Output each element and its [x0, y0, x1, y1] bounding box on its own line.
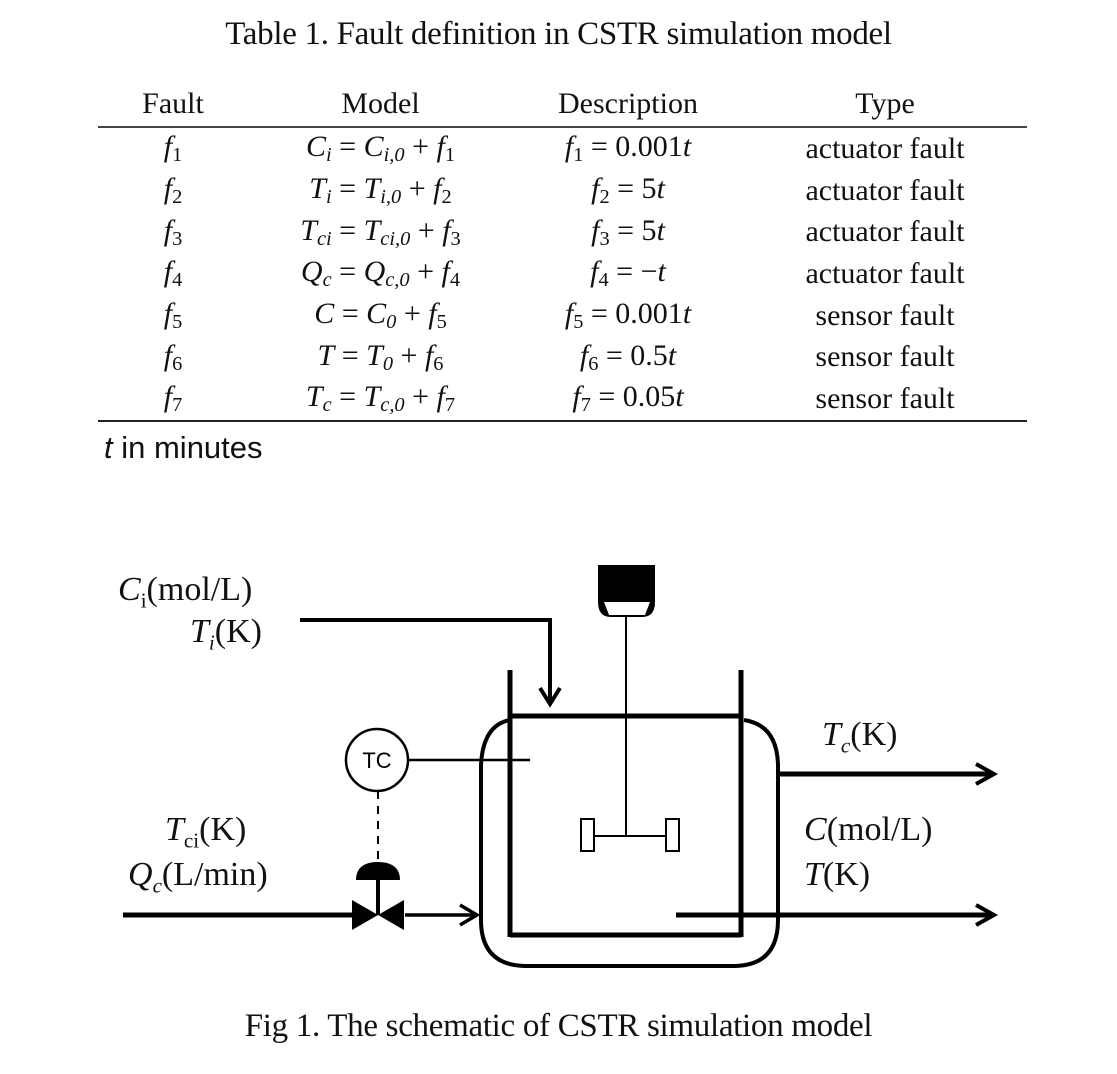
symbol: T [804, 856, 823, 893]
reactor-vessel [507, 670, 744, 938]
cell-model: Ti = Ti,0 + f2 [309, 171, 452, 209]
unit: (mol/L) [826, 811, 933, 848]
table-row: f1 Ci = Ci,0 + f1 f1 = 0.001t actuator faul… [98, 127, 1027, 170]
table-row: f7 Tc = Tc,0 + f7 f7 = 0.05t sensor fault [98, 378, 1027, 421]
table-row: f4 Qc = Qc,0 + f4 f4 = −t actuator fault [98, 253, 1027, 295]
symbol: Q [128, 856, 153, 893]
cell-fault: f7 [163, 380, 183, 417]
table-row: f3 Tci = Tci,0 + f3 f3 = 5t actuator fault [98, 211, 1027, 253]
cell-model: Tc = Tc,0 + f7 [305, 380, 456, 417]
cell-type: sensor fault [815, 381, 955, 415]
cooling-jacket [479, 718, 780, 968]
unit: (mol/L) [146, 571, 253, 608]
cell-fault: f2 [163, 171, 183, 209]
label-coolant-outlet-temperature: Tc(K) [822, 715, 897, 765]
control-valve-icon [352, 862, 404, 930]
cell-type: sensor fault [815, 340, 955, 374]
cell-fault: f3 [163, 213, 183, 250]
unit: (K) [214, 613, 262, 650]
cell-description: f4 = −t [590, 255, 666, 292]
coolant-outlet-line [778, 762, 999, 786]
cell-fault: f6 [163, 338, 183, 375]
cell-type: actuator fault [805, 215, 965, 249]
cell-description: f7 = 0.05t [572, 380, 684, 417]
unit: (K) [850, 716, 898, 753]
cell-description: f3 = 5t [591, 213, 665, 250]
note-variable: t [104, 430, 113, 465]
subscript: i [208, 630, 215, 655]
product-outlet-line [676, 903, 999, 927]
cell-fault: f5 [163, 297, 183, 334]
controller-label: TC [362, 748, 391, 773]
subscript: ci [183, 828, 200, 853]
label-outlet-temperature: T(K) [804, 855, 870, 895]
feed-inlet-line [300, 618, 562, 708]
impeller-icon [580, 818, 680, 852]
cell-model: Qc = Qc,0 + f4 [300, 255, 461, 292]
cstr-schematic: TC [123, 565, 999, 968]
label-feed-concentration: Ci(mol/L) [118, 570, 252, 620]
label-outlet-concentration: C(mol/L) [804, 810, 932, 850]
cell-model: Ci = Ci,0 + f1 [305, 130, 456, 167]
cell-type: actuator fault [805, 173, 965, 207]
cell-description: f1 = 0.001t [564, 130, 692, 167]
label-coolant-flow: Qc(L/min) [128, 855, 268, 905]
label-feed-temperature: Ti(K) [190, 612, 262, 662]
table-header-row: Fault Model Description Type [98, 82, 1027, 127]
header-fault: Fault [142, 87, 204, 120]
temperature-controller: TC [344, 727, 530, 860]
unit: (K) [199, 811, 247, 848]
symbol: C [804, 811, 827, 848]
coolant-inlet-line [123, 903, 481, 927]
subscript: c [152, 873, 162, 898]
unit: (K) [822, 856, 871, 893]
fault-definition-table: Fault Model Description Type f1 Ci = Ci,0… [98, 82, 1027, 422]
cell-type: actuator fault [805, 256, 965, 290]
table-caption: Table 1. Fault definition in CSTR simula… [225, 16, 892, 52]
label-coolant-inlet-temperature: Tci(K) [165, 810, 246, 860]
symbol: T [822, 716, 841, 753]
cell-type: sensor fault [815, 298, 955, 332]
table-note: t in minutes [104, 430, 263, 466]
symbol: C [118, 571, 141, 608]
cell-model: T = T0 + f6 [317, 338, 444, 375]
unit: (L/min) [161, 856, 268, 893]
cell-description: f5 = 0.001t [564, 297, 692, 334]
symbol: T [190, 613, 209, 650]
figure-caption: Fig 1. The schematic of CSTR simulation … [244, 1008, 873, 1044]
cell-model: C = C0 + f5 [314, 297, 447, 334]
cell-description: f6 = 0.5t [579, 338, 677, 375]
cell-type: actuator fault [805, 131, 965, 165]
header-model: Model [341, 87, 420, 120]
cell-fault: f1 [163, 130, 183, 167]
table-row: f5 C = C0 + f5 f5 = 0.001t sensor fault [98, 295, 1027, 337]
note-text: in minutes [112, 430, 263, 465]
cell-description: f2 = 5t [591, 171, 665, 209]
header-type: Type [855, 87, 915, 120]
motor-icon [598, 565, 655, 617]
header-description: Description [558, 87, 698, 120]
table-row: f2 Ti = Ti,0 + f2 f2 = 5t actuator fault [98, 170, 1027, 212]
subscript: c [840, 733, 851, 758]
subscript: i [140, 588, 147, 613]
table-body: f1 Ci = Ci,0 + f1 f1 = 0.001t actuator faul… [98, 127, 1027, 421]
cell-model: Tci = Tci,0 + f3 [300, 213, 461, 250]
symbol: T [165, 811, 184, 848]
table-row: f6 T = T0 + f6 f6 = 0.5t sensor fault [98, 336, 1027, 378]
cell-fault: f4 [163, 255, 183, 292]
